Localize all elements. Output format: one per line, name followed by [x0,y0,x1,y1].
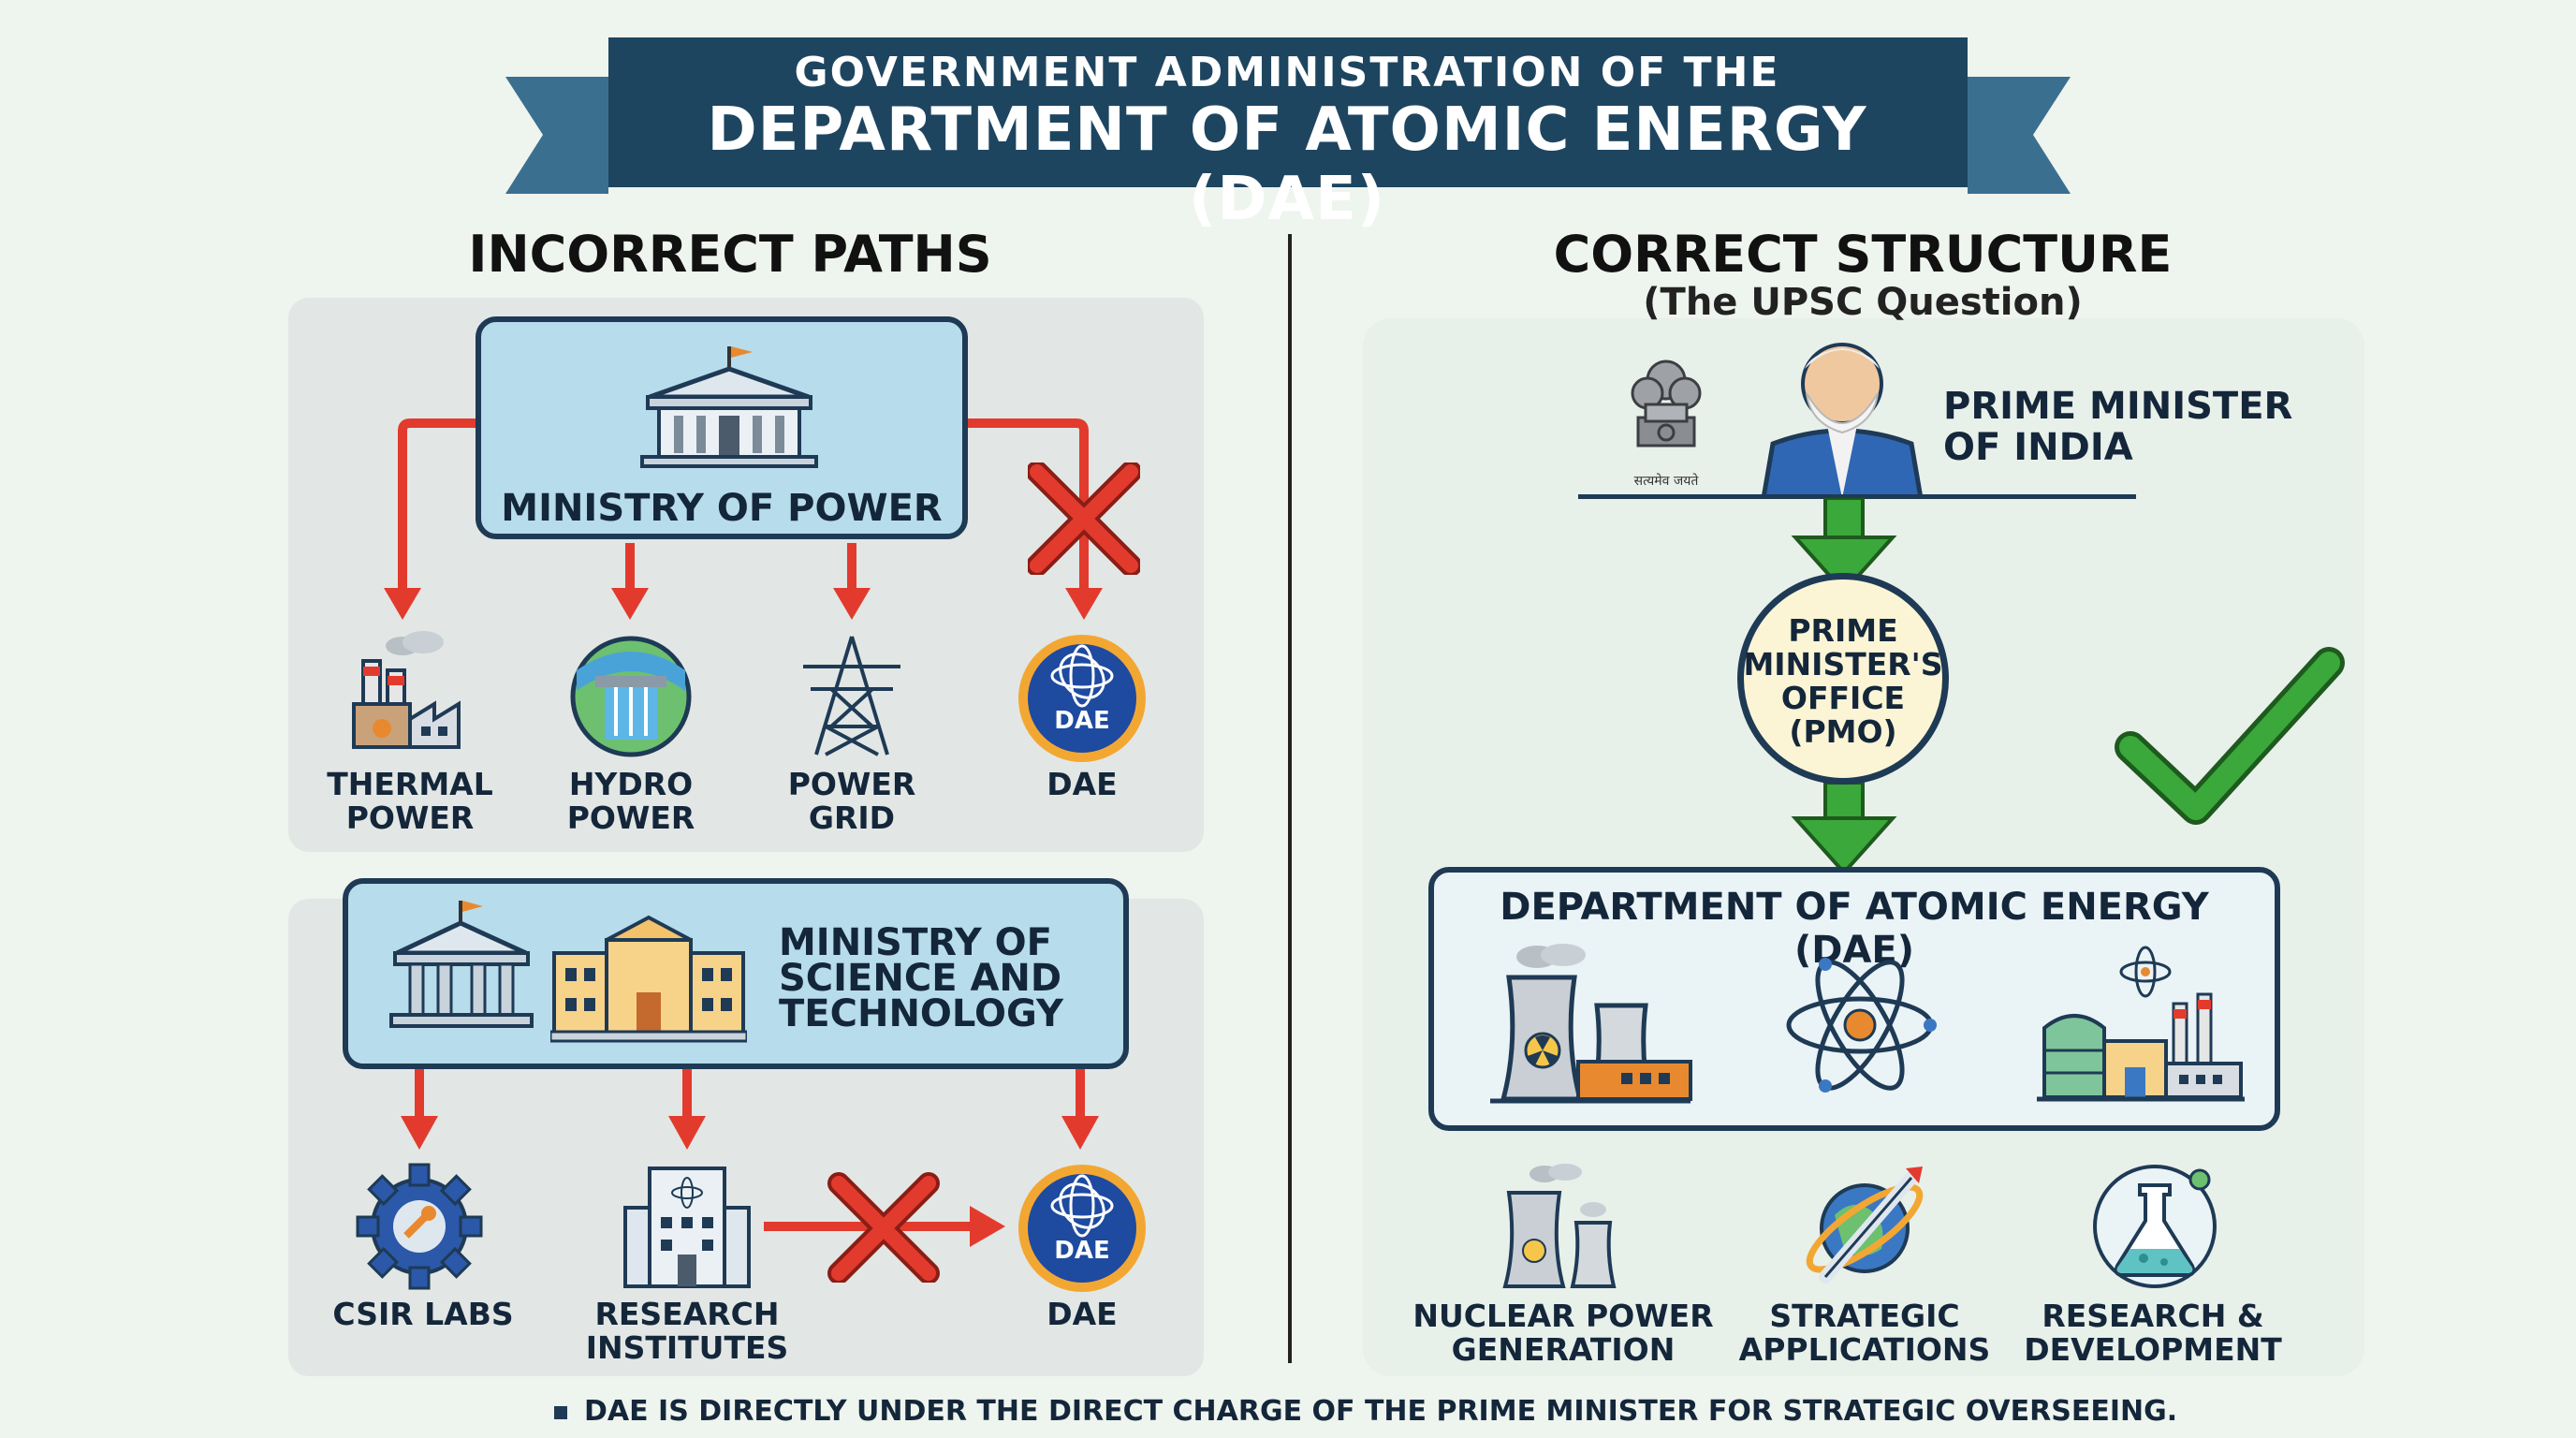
footer-note: DAE IS DIRECTLY UNDER THE DIRECT CHARGE … [554,1395,2177,1428]
right-subtitle: (The UPSC Question) [1643,281,2083,324]
dae-badge-text-2: DAE [1054,1237,1109,1265]
pmo-label: PRIME MINISTER'S OFFICE (PMO) [1743,612,1943,750]
nuclear-power-icon [1502,1164,1617,1288]
thermal-power-icon [352,631,461,749]
dae-label-power: DAE [1046,766,1118,802]
strategic-applications-icon [1806,1167,1924,1284]
ministry-of-power-box: MINISTRY OF POWER [476,316,968,539]
ministry-of-power-label: MINISTRY OF POWER [501,487,943,530]
power-arrows [384,418,1103,620]
csir-labs-gear-icon [356,1163,483,1290]
science-building-icon-2 [550,915,747,1043]
pm-baseline [1578,494,2136,499]
research-institutes-icon [623,1167,751,1288]
right-title: CORRECT STRUCTURE [1553,225,2173,284]
dae-department-box: DEPARTMENT OF ATOMIC ENERGY (DAE) [1428,867,2280,1131]
pmo-circle [1737,573,1949,785]
atom-icon [1786,958,1937,1093]
incorrect-x-icon [1028,462,1140,575]
ministry-of-science-label: MINISTRY OF SCIENCE AND TECHNOLOGY [779,921,1063,1035]
hydro-power-icon [570,636,692,757]
dae-box-label: DEPARTMENT OF ATOMIC ENERGY (DAE) [1500,886,2209,972]
green-flow-arrows [1791,498,1897,875]
research-development-icon [2093,1165,2217,1288]
prime-minister-avatar [1761,343,1924,498]
science-arrows [401,1069,1099,1150]
banner-line-1: GOVERNMENT ADMINISTRATION OF THE [794,49,1780,96]
footer-bullet [554,1405,567,1419]
title-banner [505,37,2071,194]
center-divider [1288,234,1292,1363]
dae-logo-icon: DAE [1018,635,1146,762]
research-development-label: RESEARCH &DEVELOPMENT [2024,1298,2282,1368]
emblem-caption: सत्यमेव जयते [1633,474,1699,489]
ministry-of-science-box: MINISTRY OF SCIENCE AND TECHNOLOGY [343,878,1129,1069]
banner-line-2: DEPARTMENT OF ATOMIC ENERGY (DAE) [707,95,1867,234]
nuclear-plant-icon [1490,944,1692,1104]
left-title: INCORRECT PATHS [468,225,992,284]
dae-label-science: DAE [1046,1296,1118,1332]
national-emblem-icon [1631,360,1702,448]
science-building-icon-1 [389,901,534,1028]
dae-logo-icon-2: DAE [1018,1165,1146,1292]
correct-checkmark-icon [2115,647,2345,825]
footer-text: DAE IS DIRECTLY UNDER THE DIRECT CHARGE … [584,1395,2178,1428]
research-to-dae-arrow [764,1172,1005,1283]
ministry-building-icon [640,346,818,468]
power-grid-icon [803,636,900,756]
csir-labs-label: CSIR LABS [332,1296,514,1332]
dae-badge-text: DAE [1054,707,1109,735]
research-facility-icon [2037,946,2245,1102]
